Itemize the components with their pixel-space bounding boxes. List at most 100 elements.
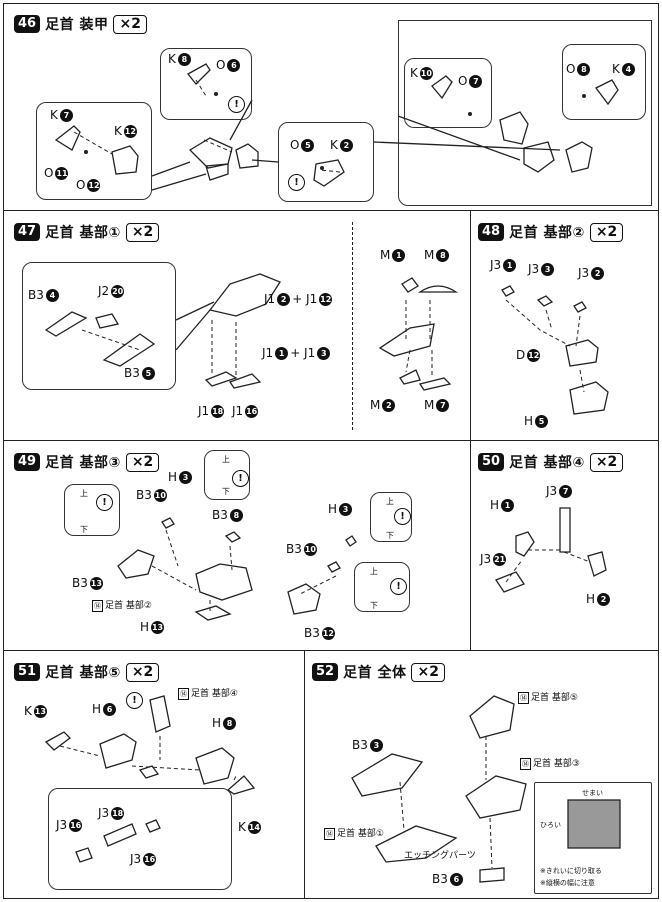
divider-2 xyxy=(3,440,659,441)
step-title: 足首 基部① xyxy=(45,225,121,241)
sub-box-46-right xyxy=(278,122,374,202)
arrow-up-label: 上 xyxy=(222,455,230,464)
step-52-header: 52 足首 全体 ×2 xyxy=(312,662,445,682)
step-quantity: ×2 xyxy=(411,662,445,682)
sub-box-46-top xyxy=(160,48,252,120)
sub-box-46-right-panel xyxy=(398,20,652,206)
arrow-up-label: 上 xyxy=(370,567,378,576)
sub-box-49-left xyxy=(64,484,120,536)
step-title: 足首 全体 xyxy=(343,665,407,681)
step-47-header: 47 足首 基部① ×2 xyxy=(14,222,160,242)
step-number: 47 xyxy=(14,223,41,241)
step-quantity: ×2 xyxy=(589,452,624,472)
step-title: 足首 装甲 xyxy=(45,17,109,33)
arrow-up-label: 上 xyxy=(80,489,88,498)
caution-icon: ! xyxy=(96,494,113,511)
step-quantity: ×2 xyxy=(589,222,624,242)
step-46-header: 46 足首 装甲 ×2 xyxy=(14,14,147,34)
etching-wide-note: ひろい xyxy=(540,821,561,829)
sub-box-52-etching xyxy=(534,782,652,894)
arrow-down-label: 下 xyxy=(222,487,230,496)
divider-1 xyxy=(3,210,659,211)
sub-box-49-right2 xyxy=(354,562,410,612)
etching-note-2: ※縦横の幅に注意 xyxy=(540,879,595,887)
sub-box-46-left xyxy=(36,102,152,200)
step-title: 足首 基部② xyxy=(509,225,585,241)
step-quantity: ×2 xyxy=(113,14,147,34)
arrow-down-label: 下 xyxy=(386,531,394,540)
divider-3 xyxy=(3,650,659,651)
step-quantity: ×2 xyxy=(125,222,160,242)
step-quantity: ×2 xyxy=(125,452,160,472)
step-number: 46 xyxy=(14,15,41,33)
page-frame xyxy=(3,3,659,899)
sub-box-49-top xyxy=(204,450,250,500)
step-number: 51 xyxy=(14,663,41,681)
step-number: 49 xyxy=(14,453,41,471)
caution-icon: ! xyxy=(288,174,305,191)
caution-icon: ! xyxy=(232,470,249,487)
caution-icon: ! xyxy=(390,578,407,595)
step-number: 50 xyxy=(478,453,505,471)
caution-icon: ! xyxy=(126,692,143,709)
step-quantity: ×2 xyxy=(125,662,160,682)
divider-v2 xyxy=(304,650,305,899)
sub-box-49-right1 xyxy=(370,492,412,542)
step-title: 足首 基部⑤ xyxy=(45,665,121,681)
step-50-header: 50 足首 基部④ ×2 xyxy=(478,452,624,472)
step-number: 52 xyxy=(312,663,339,681)
etching-label: エッチングパーツ xyxy=(404,851,476,861)
divider-v3 xyxy=(352,222,353,430)
sub-box-46-r2 xyxy=(562,44,646,120)
step-48-header: 48 足首 基部② ×2 xyxy=(478,222,624,242)
sub-box-51-bottom xyxy=(48,788,232,890)
step-title: 足首 基部④ xyxy=(509,455,585,471)
step-51-header: 51 足首 基部⑤ ×2 xyxy=(14,662,160,682)
